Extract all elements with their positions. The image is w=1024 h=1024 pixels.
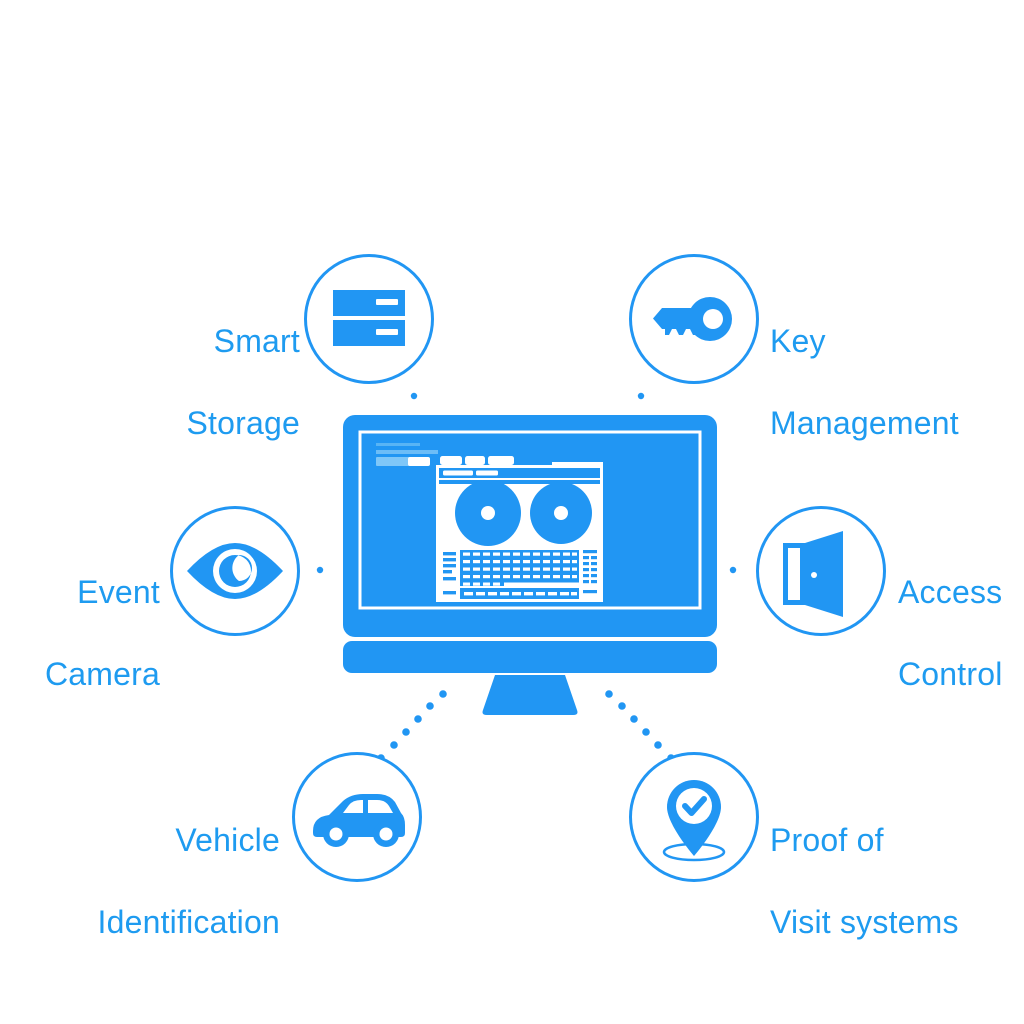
connector-dot	[390, 741, 398, 749]
drawer-handle	[376, 299, 398, 305]
connector-dot	[630, 715, 638, 723]
desktop-bar	[376, 457, 414, 466]
label-line-1: Vehicle	[175, 821, 280, 858]
key-icon	[653, 297, 732, 341]
feature-icon-smart-storage[interactable]	[304, 254, 434, 384]
app-window-titlebar	[439, 468, 600, 478]
toolbar-pill	[465, 456, 485, 465]
toolbar-rule	[552, 462, 603, 465]
desktop-monitor	[340, 412, 720, 727]
storage-drawers-icon	[333, 290, 405, 346]
label-line-1: Proof of	[770, 821, 884, 858]
desktop-line	[376, 443, 420, 446]
feature-label-access-control: Access Control	[898, 531, 1024, 736]
connector-dot	[637, 392, 645, 400]
feature-icon-proof-of-visit[interactable]	[629, 752, 759, 882]
screen-content	[376, 443, 603, 602]
spacebar	[504, 582, 579, 587]
label-line-2: Storage	[186, 404, 300, 441]
car-icon	[313, 794, 405, 847]
label-line-2: Camera	[44, 655, 160, 692]
monitor-bezel	[358, 430, 702, 610]
toolbar-pill	[440, 456, 462, 465]
disc-hub-right	[554, 506, 568, 520]
label-line-1: Event	[77, 573, 160, 610]
connector-dot	[729, 566, 737, 574]
monitor-stand	[482, 675, 578, 715]
monitor-chin	[343, 641, 717, 673]
disc-hub-left	[481, 506, 495, 520]
toolbar-pill	[488, 456, 514, 465]
open-door-icon	[783, 531, 843, 617]
titlebar-field	[443, 470, 473, 476]
car-window-rear	[368, 800, 393, 813]
label-line-2: Identification	[97, 903, 280, 940]
keyboard-keys	[463, 552, 579, 587]
feature-label-smart-storage: Smart Storage	[120, 280, 300, 485]
label-line-1: Smart	[213, 322, 300, 359]
feature-icon-vehicle-identification[interactable]	[292, 752, 422, 882]
app-window-subbar	[439, 480, 600, 484]
key-blade	[653, 308, 710, 335]
connector-dot	[642, 728, 650, 736]
right-control-strip	[583, 550, 597, 594]
drawer-handle	[376, 329, 398, 335]
connector-dot	[439, 690, 447, 698]
label-line-2: Visit systems	[770, 903, 959, 940]
titlebar-field	[476, 470, 498, 476]
label-line-2: Management	[770, 404, 959, 441]
map-pin-check-icon	[662, 780, 726, 862]
feature-label-vehicle-identification: Vehicle Identification	[30, 779, 280, 984]
desktop-line	[376, 450, 438, 454]
feature-label-proof-of-visit: Proof of Visit systems	[770, 779, 1024, 984]
car-wheel-hub-rear	[379, 827, 393, 841]
connector-dot	[316, 566, 324, 574]
key-hole	[703, 309, 723, 329]
door-frame-inner	[788, 548, 800, 600]
feature-icon-event-camera[interactable]	[170, 506, 300, 636]
feature-icon-access-control[interactable]	[756, 506, 886, 636]
feature-label-event-camera: Event Camera	[10, 531, 160, 736]
desktop-chip	[408, 457, 430, 466]
connector-dot	[654, 741, 662, 749]
car-window-front	[343, 800, 363, 813]
car-wheel-hub-front	[329, 827, 343, 841]
feature-label-key-management: Key Management	[770, 280, 1024, 485]
eye-pupil	[219, 555, 252, 587]
left-control-strip	[443, 552, 456, 595]
connector-dot	[410, 392, 418, 400]
feature-icon-key-management[interactable]	[629, 254, 759, 384]
connector-dot	[414, 715, 422, 723]
monitor-icon	[343, 415, 717, 715]
eye-icon	[187, 543, 283, 599]
label-line-1: Key	[770, 322, 826, 359]
connector-dot	[402, 728, 410, 736]
connector-dot	[426, 702, 434, 710]
check-icon	[682, 796, 707, 816]
connector-dot	[618, 702, 626, 710]
connector-dot	[605, 690, 613, 698]
door-knob	[811, 572, 817, 578]
door-panel	[805, 531, 843, 617]
bottom-keys	[464, 592, 577, 596]
label-line-2: Control	[898, 655, 1003, 692]
label-line-1: Access	[898, 573, 1003, 610]
